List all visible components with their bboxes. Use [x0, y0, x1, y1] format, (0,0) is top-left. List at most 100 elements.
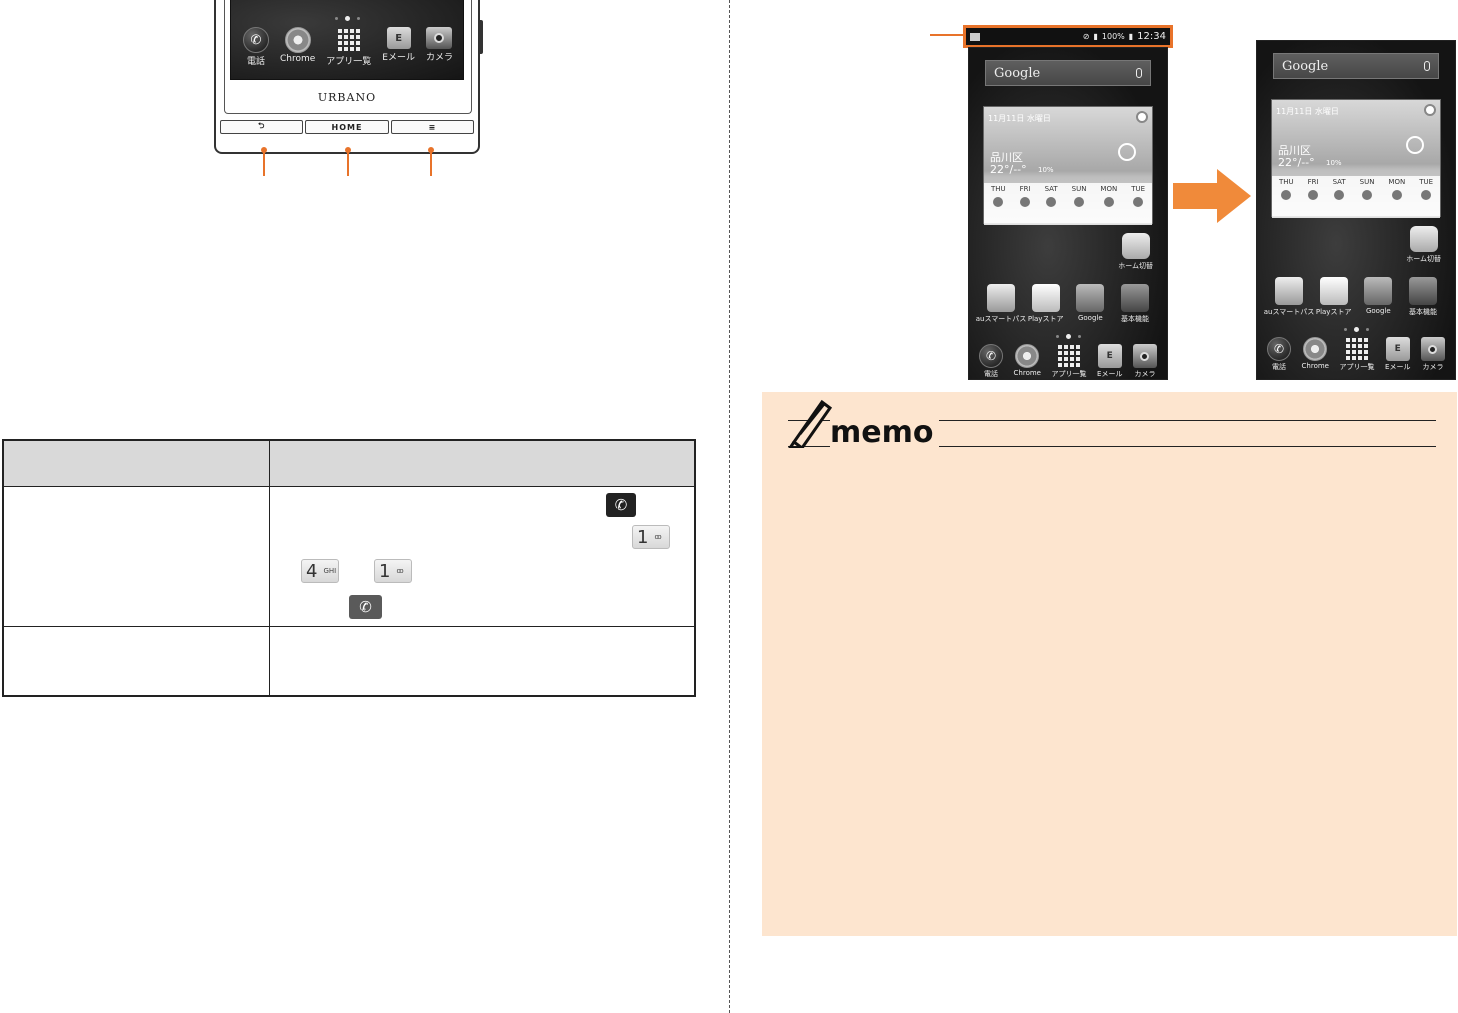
basic-functions-icon	[1120, 284, 1149, 312]
mute-icon: ⊘	[1082, 32, 1090, 41]
forecast-row: THU FRI SAT SUN MON TUE	[1272, 176, 1440, 218]
forecast-day: SUN	[1360, 178, 1374, 218]
sun-icon	[1406, 136, 1424, 154]
weather-icon	[1421, 190, 1432, 200]
back-icon: ⮌	[257, 121, 266, 130]
phone-icon: ✆	[1267, 337, 1291, 361]
refresh-icon	[1424, 104, 1436, 116]
status-bar-highlight: ⊘ ▮ 100% ▮ 12:34	[963, 25, 1173, 48]
camera-icon	[1132, 344, 1157, 368]
dock-item-camera: カメラ	[1420, 337, 1445, 372]
dock-item-chrome: Chrome	[1302, 337, 1329, 372]
refresh-icon	[1136, 111, 1148, 123]
home-screen-before: Google 11月11日 水曜日 品川区 22°/--° 10% THU FR…	[968, 47, 1168, 380]
back-key: ⮌	[220, 120, 304, 134]
dock-label: Eメール	[382, 53, 415, 63]
keypad-number: 4	[306, 560, 318, 582]
phone-dock: ✆ 電話 Chrome アプリ一覧 E Eメール カメラ	[231, 21, 463, 67]
weather-icon	[1308, 190, 1319, 200]
chrome-icon	[284, 27, 311, 53]
keypad-number: 1	[379, 560, 391, 582]
weather-rain: 10%	[1038, 166, 1054, 174]
page-indicator	[969, 334, 1167, 339]
weather-city: 品川区	[1278, 144, 1311, 157]
weather-icon	[1046, 197, 1057, 207]
email-icon: E	[386, 27, 411, 49]
forecast-day: THU	[991, 185, 1006, 225]
keypad-sub: ꝏ	[396, 567, 404, 575]
weather-icon	[1334, 190, 1345, 200]
email-icon: E	[1097, 344, 1122, 368]
table-header	[4, 441, 694, 487]
home-switch: ホーム切替	[1406, 226, 1441, 264]
page-divider	[729, 0, 730, 1013]
phone-side-button	[478, 20, 483, 54]
au-pass-icon	[1275, 277, 1303, 305]
memo-box	[762, 392, 1457, 936]
home-switch-label: ホーム切替	[1406, 255, 1441, 263]
home-switch-label: ホーム切替	[1118, 262, 1153, 270]
pencil-icon	[788, 399, 833, 448]
dock-item-camera: カメラ	[1132, 344, 1157, 379]
table-column-divider	[269, 441, 270, 695]
google-search-bar: Google	[1273, 53, 1439, 79]
forecast-day: SAT	[1045, 185, 1058, 225]
weather-icon	[1362, 190, 1373, 200]
play-store-icon	[1031, 284, 1060, 312]
weather-temp: 22°/--°	[990, 163, 1027, 176]
sun-icon	[1118, 143, 1136, 161]
app-basic-functions: 基本機能	[1401, 277, 1445, 317]
phone-icon: ✆	[243, 27, 269, 53]
dock-item-apps: アプリ一覧	[1052, 344, 1087, 379]
status-bar-callout-line	[930, 34, 963, 36]
dock-label: Chrome	[279, 54, 316, 64]
forecast-day: THU	[1279, 178, 1294, 218]
callout-line-menu	[430, 150, 432, 176]
basic-functions-icon	[1408, 277, 1437, 305]
call-button-icon: ✆	[349, 595, 382, 619]
google-label: Google	[994, 65, 1041, 81]
app-grid-icon	[1057, 344, 1081, 368]
weather-icon	[1020, 197, 1031, 207]
menu-key: ≡	[390, 120, 474, 134]
dock-item-phone: ✆電話	[979, 344, 1003, 379]
clock: 12:34	[1137, 31, 1166, 42]
dock-item-apps: アプリ一覧	[326, 27, 371, 67]
dock-item-apps: アプリ一覧	[1340, 337, 1375, 372]
page-indicator	[231, 16, 463, 21]
app-au-pass: auスマートパス	[976, 284, 1026, 324]
home-key-label: HOME	[331, 122, 363, 132]
forecast-row: THU FRI SAT SUN MON TUE	[984, 183, 1152, 225]
weather-widget: 11月11日 水曜日 品川区 22°/--° 10% THU FRI SAT S…	[1271, 99, 1441, 218]
dock-item-phone: ✆電話	[1267, 337, 1291, 372]
home-screen-after: Google 11月11日 水曜日 品川区 22°/--° 10% THU FR…	[1256, 40, 1456, 380]
home-switch: ホーム切替	[1118, 233, 1153, 271]
forecast-day: TUE	[1131, 185, 1145, 225]
arrow-right-icon	[1173, 169, 1251, 223]
signal-icon: ▮	[1093, 32, 1098, 41]
app-au-pass: auスマートパス	[1264, 277, 1314, 317]
google-folder-icon	[1364, 277, 1393, 305]
dock-item-chrome: Chrome	[1014, 344, 1041, 379]
keypad-sub: ꝏ	[654, 533, 662, 541]
memo-rule	[788, 446, 1436, 447]
app-google-folder: Google	[1068, 284, 1112, 324]
weather-temp: 22°/--°	[1278, 156, 1315, 169]
weather-rain: 10%	[1326, 159, 1342, 167]
phone-brand: URBANO	[317, 91, 377, 104]
weather-icon	[1133, 197, 1144, 207]
memo-title: memo	[830, 418, 940, 448]
forecast-day: MON	[1100, 185, 1117, 225]
dock-label: 電話	[246, 57, 265, 67]
weather-date: 11月11日 水曜日	[1276, 107, 1339, 116]
mic-icon	[1136, 68, 1142, 78]
callout-line-home	[347, 150, 349, 176]
app-row: auスマートパス Playストア Google 基本機能	[976, 284, 1157, 324]
app-play-store: Playストア	[1024, 284, 1068, 324]
dock-item-chrome: Chrome	[280, 27, 315, 67]
